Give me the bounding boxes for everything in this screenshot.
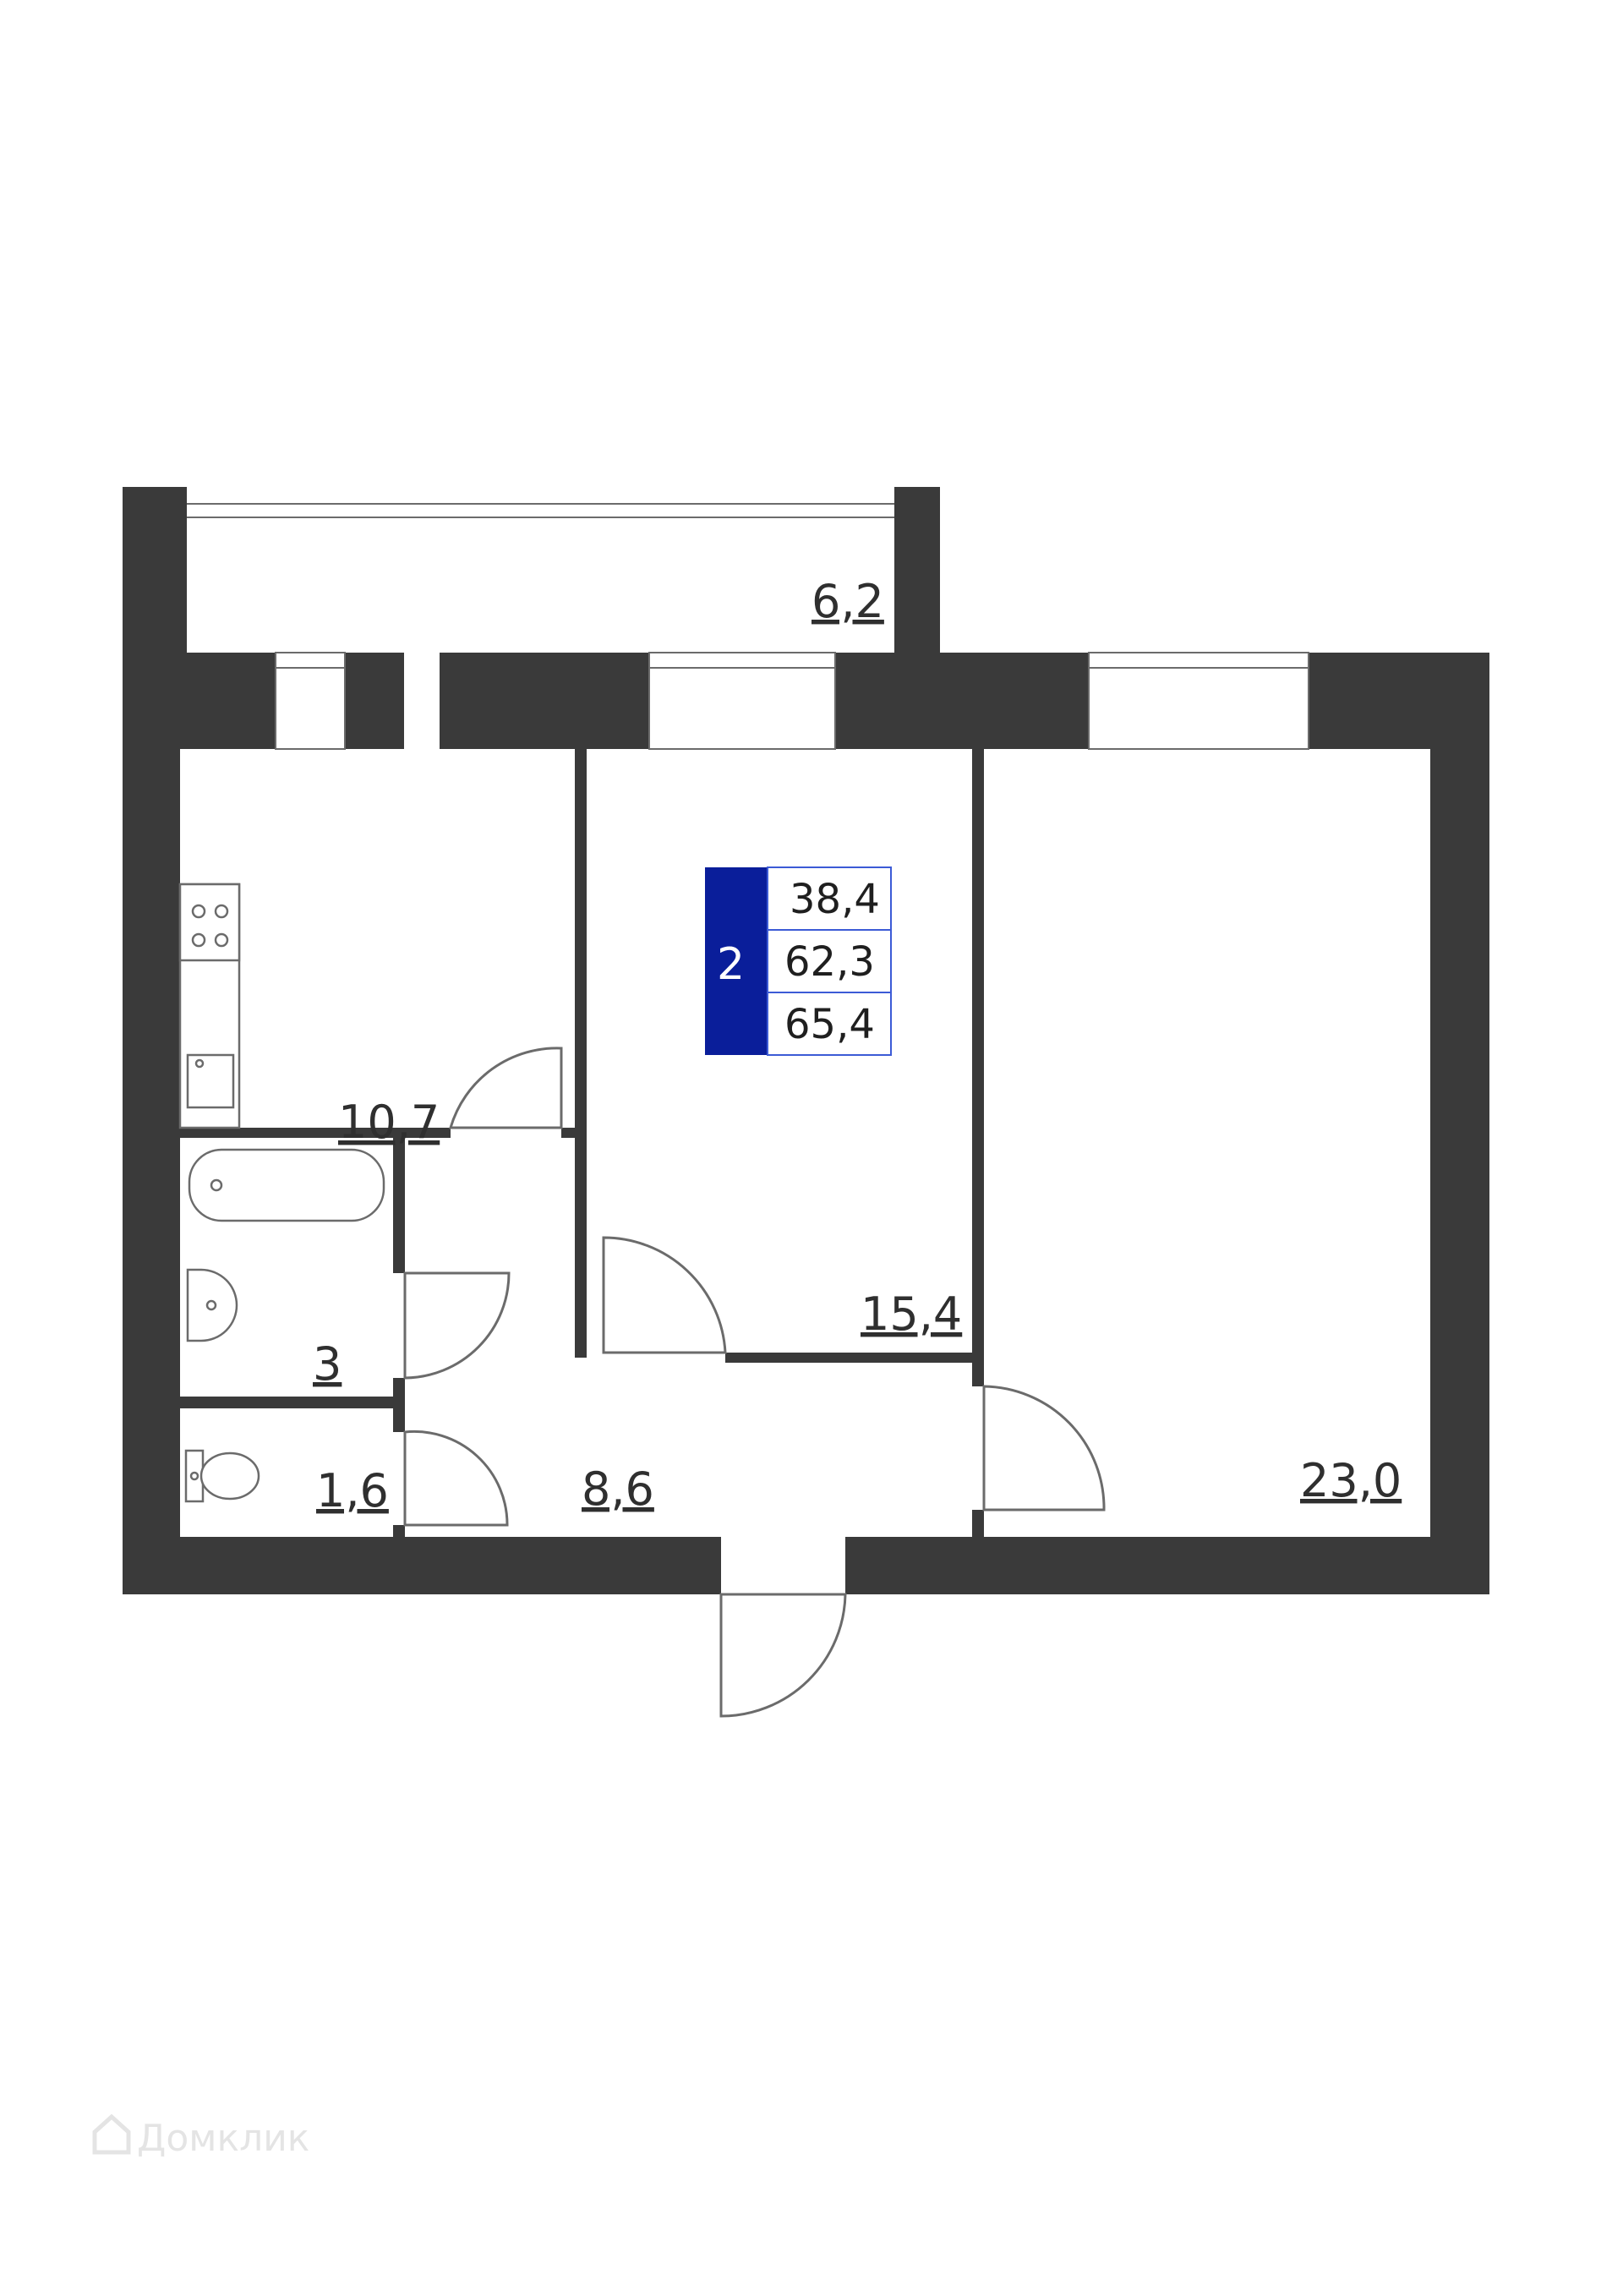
bottom-wall-left <box>123 1537 721 1594</box>
area-label-kitchen: 10,7 <box>338 1096 440 1149</box>
walls <box>123 487 1489 1594</box>
burner-icon <box>191 932 206 948</box>
area-label-bathroom: 3 <box>313 1337 342 1391</box>
door-bedroom <box>602 1236 727 1354</box>
right-wall <box>1430 749 1489 1594</box>
house-logo-icon <box>92 2113 131 2155</box>
partition-toilet-right <box>393 1408 405 1432</box>
area-label-toilet: 1,6 <box>316 1464 389 1517</box>
left-wall <box>123 749 180 1594</box>
balcony-pillar-right <box>894 487 940 653</box>
fixtures <box>178 883 385 1503</box>
rooms-count: 2 <box>717 939 745 990</box>
area-label-bedroom: 15,4 <box>861 1287 962 1341</box>
area-label-living: 23,0 <box>1300 1454 1402 1507</box>
area-label-balcony: 6,2 <box>812 575 884 628</box>
partition-kitchen-bottom <box>180 1128 451 1138</box>
partition-bedroom-hall <box>575 1128 587 1358</box>
door-entrance <box>719 1593 847 1718</box>
areas-box <box>767 866 892 1056</box>
area-with-balcony-value: 65,4 <box>784 1001 875 1048</box>
door-bathroom <box>403 1271 511 1380</box>
top-wall-mid-b <box>835 653 1089 749</box>
area-label-hallway: 8,6 <box>582 1462 654 1516</box>
partition-toilet-right-b <box>393 1525 405 1537</box>
bathtub <box>188 1148 385 1222</box>
partition-kitchen-bottom-b <box>561 1128 587 1138</box>
toilet-button-icon <box>189 1471 199 1481</box>
rooms-count-box <box>705 867 768 1055</box>
partition-bath-toilet <box>180 1397 405 1408</box>
burner-icon <box>214 904 229 919</box>
stove <box>178 883 241 962</box>
top-wall-kitchen-left <box>123 653 275 749</box>
kitchen-sink <box>186 1053 235 1109</box>
burner-icon <box>214 932 229 948</box>
bathtub-drain-icon <box>210 1178 223 1192</box>
watermark-text: Домклик <box>137 2117 309 2160</box>
partitions <box>180 749 984 1537</box>
top-wall-kitchen-right <box>345 653 404 749</box>
summary-badge: 2 38,4 62,3 65,4 <box>705 866 892 1056</box>
partition-bath-right <box>393 1138 405 1273</box>
doors <box>403 1047 1106 1718</box>
door-toilet <box>403 1430 509 1527</box>
door-kitchen <box>448 1047 563 1129</box>
watermark: Домклик <box>92 2113 309 2160</box>
toilet-bowl <box>199 1451 260 1501</box>
burner-icon <box>191 904 206 919</box>
sink-drain-icon <box>194 1058 205 1069</box>
door-living <box>982 1385 1106 1512</box>
partition-kitchen-bedroom <box>575 749 587 1128</box>
top-wall-mid-a <box>440 653 649 749</box>
partition-bedroom-living <box>972 749 984 1386</box>
area-labels: 6,2 10,7 15,4 23,0 3 1,6 8,6 <box>313 575 1402 1517</box>
living-area-value: 38,4 <box>790 876 880 923</box>
windows <box>275 652 1309 750</box>
washbasin-drain-icon <box>205 1299 217 1311</box>
total-area-value: 62,3 <box>784 938 875 986</box>
balcony-railing <box>187 503 894 518</box>
top-wall-right <box>1309 653 1489 749</box>
partition-bedroom-bottom <box>725 1353 984 1363</box>
partition-living-lower <box>972 1510 984 1537</box>
bottom-wall-right <box>845 1537 1489 1594</box>
